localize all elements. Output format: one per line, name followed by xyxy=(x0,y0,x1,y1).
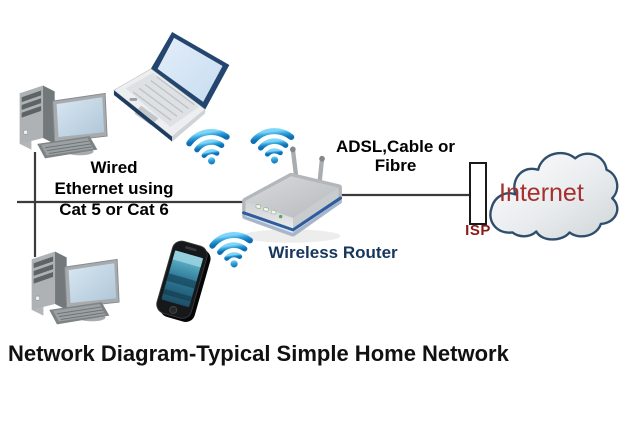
desktop-pc-icon xyxy=(19,85,108,159)
adsl-label-line1: ADSL,Cable or xyxy=(335,137,456,156)
internet-label: Internet xyxy=(499,179,584,207)
diagram-title: Network Diagram-Typical Simple Home Netw… xyxy=(8,341,509,366)
desktop-pc-icon xyxy=(31,251,120,325)
adsl-label-line2: Fibre xyxy=(374,156,417,175)
wifi-signal-icon xyxy=(188,129,231,168)
isp-label: ISP xyxy=(465,222,491,239)
wifi-signal-icon xyxy=(211,233,253,270)
wired-ethernet-label: Wired Ethernet using Cat 5 or Cat 6 xyxy=(38,157,190,220)
wired-label-line2: Ethernet using xyxy=(54,179,174,198)
connection-lines xyxy=(17,152,470,257)
adsl-cable-fibre-label: ADSL,Cable or Fibre xyxy=(323,137,468,175)
wifi-signal-icon xyxy=(253,129,294,165)
isp-node xyxy=(469,162,487,225)
wired-label-line1: Wired xyxy=(90,158,138,177)
wireless-router-label: Wireless Router xyxy=(268,243,398,262)
smartphone-icon xyxy=(153,238,214,325)
wired-label-line3: Cat 5 or Cat 6 xyxy=(59,200,169,219)
laptop-icon xyxy=(113,31,231,143)
